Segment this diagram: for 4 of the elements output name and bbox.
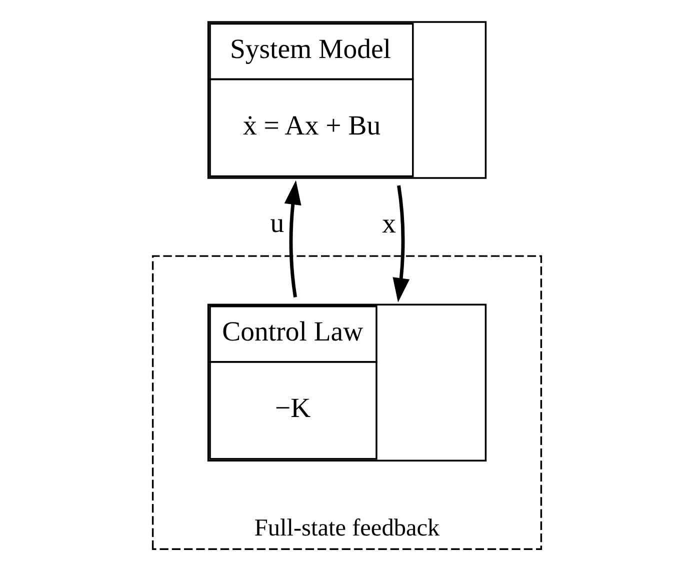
- edge-label: u: [270, 208, 284, 240]
- arrow: [284, 180, 302, 298]
- edge-label: x: [382, 208, 396, 240]
- arrow: [392, 185, 410, 302]
